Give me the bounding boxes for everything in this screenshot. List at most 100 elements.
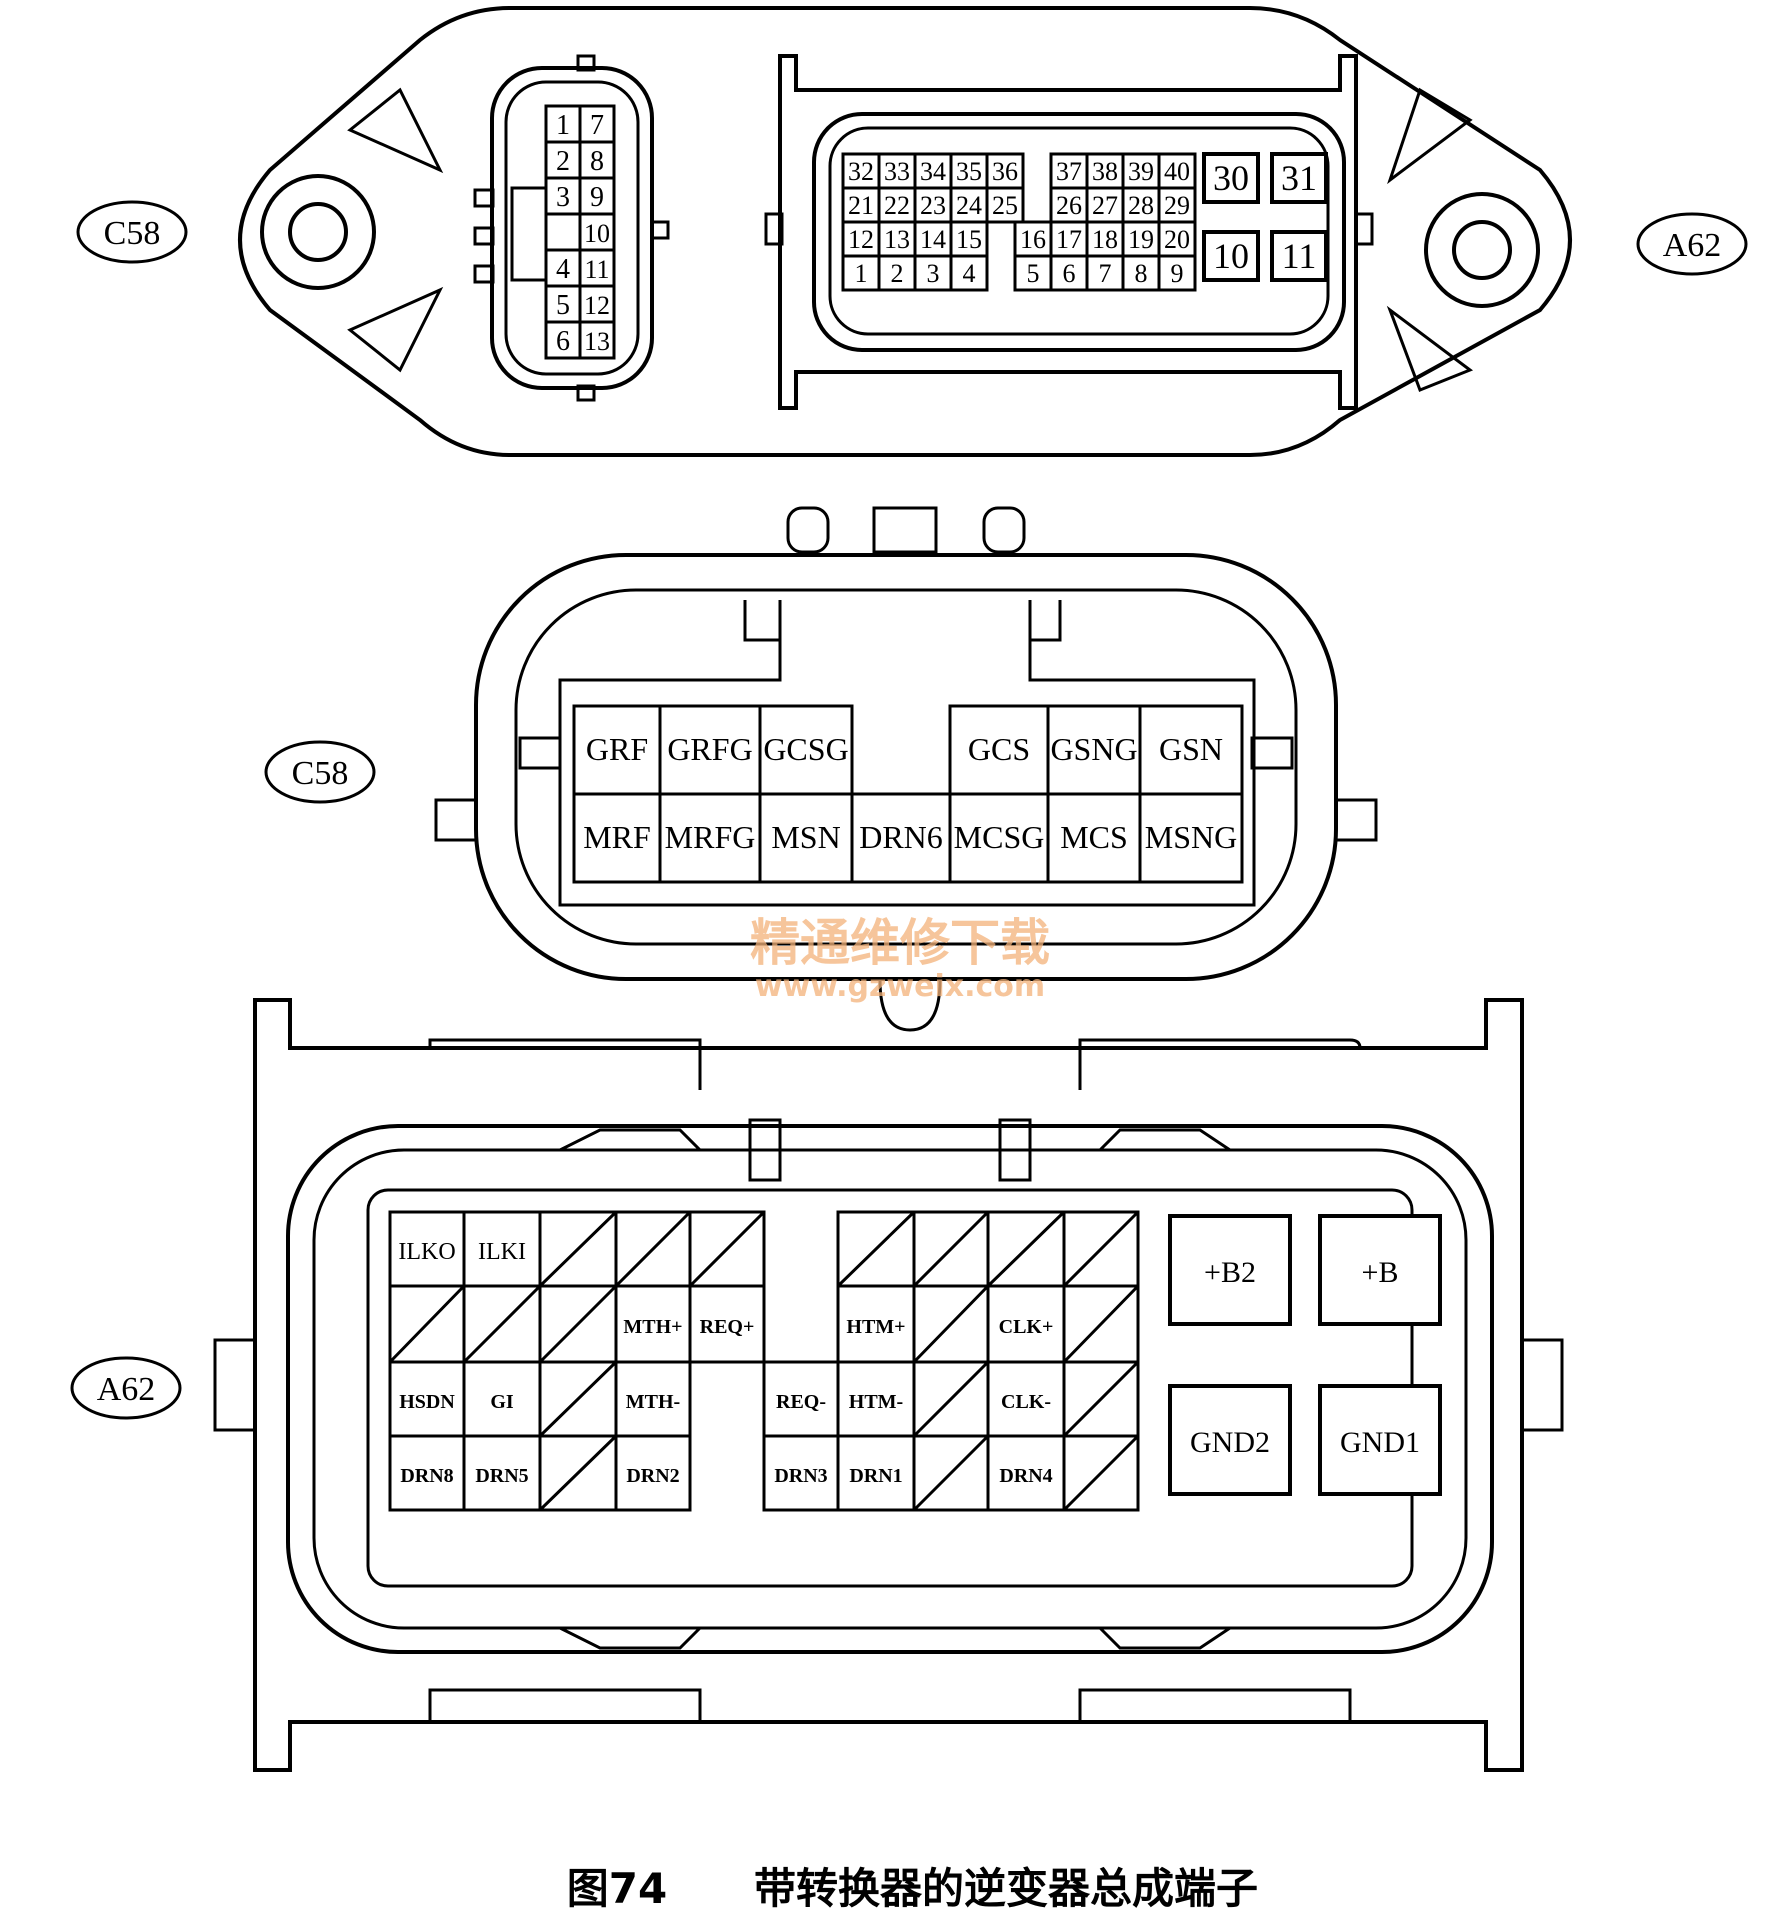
a62-center-column: REQ- DRN3 xyxy=(762,1360,840,1512)
a62-htm-minus: HTM- xyxy=(849,1391,903,1413)
c58-gcs: GCS xyxy=(968,731,1030,767)
c58-pin-6: 6 xyxy=(556,326,570,357)
a62-htm-plus: HTM+ xyxy=(846,1316,905,1338)
a62-pin-12: 12 xyxy=(848,225,874,254)
a62-pin-8: 8 xyxy=(1135,259,1148,288)
a62-pin-34: 34 xyxy=(920,157,946,186)
a62-pin-37: 37 xyxy=(1056,157,1082,186)
a62-pin-5: 5 xyxy=(1027,259,1040,288)
watermark-title: 精通维修下载 xyxy=(750,914,1050,972)
a62-left-terminal-block xyxy=(388,1210,766,1512)
watermark: 精通维修下载 www.gzweix.com xyxy=(750,914,1050,1004)
c58-mid-tag xyxy=(264,740,376,804)
figure-caption: 图74 带转换器的逆变器总成端子 xyxy=(567,1864,1258,1913)
a62-pin-9: 9 xyxy=(1171,259,1184,288)
c58-pin-5: 5 xyxy=(556,290,570,321)
a62-pin-3: 3 xyxy=(927,259,940,288)
a62-power-terminals: +B2 +B GND2 GND1 xyxy=(1168,1214,1442,1496)
c58-pin-8: 8 xyxy=(590,146,604,177)
a62-drn1: DRN1 xyxy=(849,1465,902,1487)
a62-pin-7: 7 xyxy=(1099,259,1112,288)
a62-pin-20: 20 xyxy=(1164,225,1190,254)
a62-mth-minus: MTH- xyxy=(626,1391,680,1413)
a62-pin-1: 1 xyxy=(855,259,868,288)
a62-pin-36: 36 xyxy=(992,157,1018,186)
a62-mth-plus: MTH+ xyxy=(623,1316,682,1338)
a62-clk-minus: CLK- xyxy=(1001,1391,1051,1413)
a62-pin-35: 35 xyxy=(956,157,982,186)
a62-pin-13: 13 xyxy=(884,225,910,254)
a62-pin-23: 23 xyxy=(920,191,946,220)
c58-pin-3: 3 xyxy=(556,182,570,213)
c58-mcs: MCS xyxy=(1060,819,1128,855)
a62-pin-16: 16 xyxy=(1020,225,1046,254)
a62-top-tag-label: A62 xyxy=(1663,227,1722,264)
a62-pin-24: 24 xyxy=(956,191,982,220)
c58-mid-tag-label: C58 xyxy=(292,755,349,792)
a62-pin-28: 28 xyxy=(1128,191,1154,220)
a62-b: +B xyxy=(1362,1256,1399,1289)
a62-pin-14: 14 xyxy=(920,225,946,254)
a62-req-plus: REQ+ xyxy=(700,1316,755,1338)
a62-bottom-tag-label: A62 xyxy=(97,1371,156,1408)
c58-connector-detail: GRF GRFG GCSG GCS GSNG GSN MRF MRFG MSN … xyxy=(264,506,1378,1032)
a62-req-minus: REQ- xyxy=(776,1391,826,1413)
c58-top-tag-label: C58 xyxy=(104,215,161,252)
c58-pin-7: 7 xyxy=(590,110,604,141)
c58-pin-2: 2 xyxy=(556,146,570,177)
c58-grfg: GRFG xyxy=(667,731,752,767)
a62-right-terminal-labels: HTM+ CLK+ HTM- CLK- DRN1 DRN4 xyxy=(846,1316,1053,1487)
a62-gnd2: GND2 xyxy=(1190,1426,1270,1459)
top-assembly: 1 2 3 4 5 6 7 8 9 10 11 12 13 xyxy=(76,6,1748,457)
c58-gsn: GSN xyxy=(1159,731,1223,767)
a62-hsdn: HSDN xyxy=(399,1391,455,1413)
a62-pin-10-big: 10 xyxy=(1213,236,1249,276)
a62-gi: GI xyxy=(490,1391,514,1413)
a62-drn5: DRN5 xyxy=(475,1465,528,1487)
c58-pin-4: 4 xyxy=(556,254,570,285)
a62-pin-31: 31 xyxy=(1281,158,1317,198)
a62-drn2: DRN2 xyxy=(626,1465,679,1487)
a62-clk-plus: CLK+ xyxy=(999,1316,1054,1338)
c58-drn6: DRN6 xyxy=(859,819,943,855)
a62-right-terminal-block xyxy=(836,1210,1140,1512)
c58-pin-10: 10 xyxy=(584,219,610,248)
c58-gsng: GSNG xyxy=(1050,731,1137,767)
figure-number: 图74 xyxy=(567,1864,667,1913)
a62-pin-25: 25 xyxy=(992,191,1018,220)
c58-terminal-labels: GRF GRFG GCSG GCS GSNG GSN MRF MRFG MSN … xyxy=(583,731,1237,855)
a62-pin-32: 32 xyxy=(848,157,874,186)
a62-pin-4: 4 xyxy=(963,259,976,288)
a62-pin-38: 38 xyxy=(1092,157,1118,186)
a62-pin-21: 21 xyxy=(848,191,874,220)
c58-mrfg: MRFG xyxy=(665,819,756,855)
a62-left-terminal-labels: ILKO ILKI MTH+ REQ+ HSDN GI MTH- DRN8 DR… xyxy=(398,1239,754,1487)
a62-drn4: DRN4 xyxy=(999,1465,1052,1487)
a62-ilki: ILKI xyxy=(478,1239,526,1265)
a62-pin-33: 33 xyxy=(884,157,910,186)
a62-b2: +B2 xyxy=(1204,1256,1256,1289)
c58-pin-grid xyxy=(544,104,616,360)
a62-connector-detail: ILKO ILKI MTH+ REQ+ HSDN GI MTH- DRN8 DR… xyxy=(70,998,1564,1772)
c58-msn: MSN xyxy=(771,819,840,855)
c58-pin-labels: 1 2 3 4 5 6 7 8 9 10 11 12 13 xyxy=(556,110,610,357)
a62-drn8: DRN8 xyxy=(400,1465,453,1487)
a62-pin-29: 29 xyxy=(1164,191,1190,220)
c58-gcsg: GCSG xyxy=(763,731,848,767)
c58-terminal-grid xyxy=(572,704,1244,884)
a62-gnd1: GND1 xyxy=(1340,1426,1420,1459)
a62-top-pin-labels: 32 33 34 35 36 37 38 39 40 21 22 23 24 2… xyxy=(848,157,1317,288)
watermark-url: www.gzweix.com xyxy=(755,969,1045,1004)
a62-drn3: DRN3 xyxy=(774,1465,827,1487)
a62-top-tag xyxy=(1636,212,1748,276)
a62-pin-11-big: 11 xyxy=(1282,236,1317,276)
a62-ilko: ILKO xyxy=(398,1239,455,1265)
a62-bottom-tag xyxy=(70,1356,182,1420)
a62-pin-30: 30 xyxy=(1213,158,1249,198)
a62-pin-15: 15 xyxy=(956,225,982,254)
c58-mcsg: MCSG xyxy=(954,819,1045,855)
a62-pin-26: 26 xyxy=(1056,191,1082,220)
a62-pin-39: 39 xyxy=(1128,157,1154,186)
c58-pin-13: 13 xyxy=(584,327,610,356)
